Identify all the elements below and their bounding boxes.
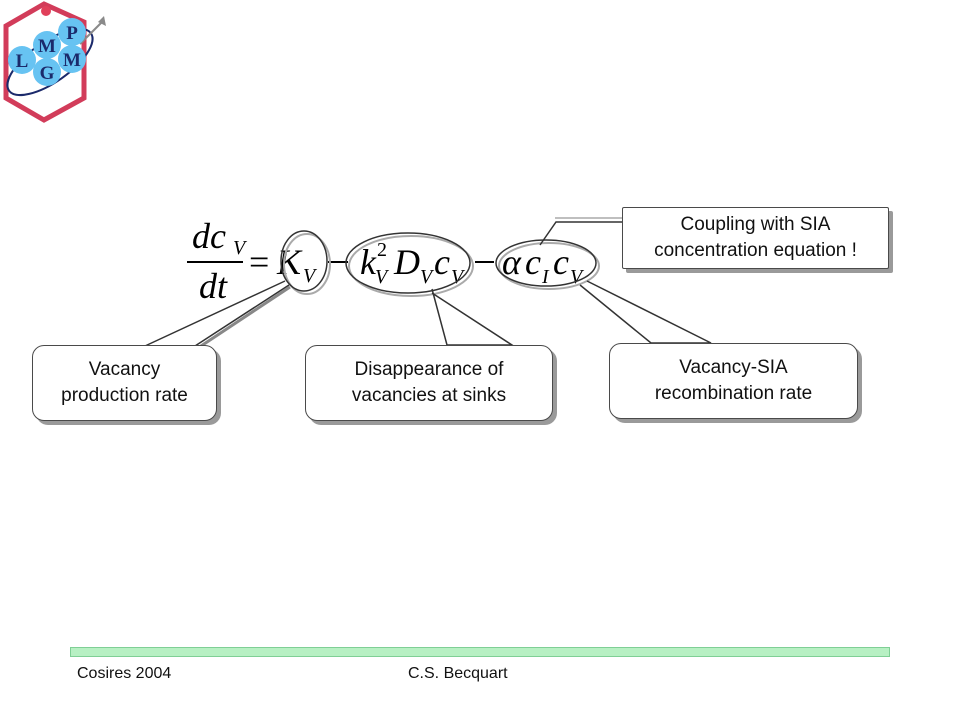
equals-sign: = bbox=[249, 242, 269, 282]
footer-author: C.S. Becquart bbox=[408, 665, 508, 682]
callout-coupling-line-1: Coupling with SIA bbox=[680, 214, 831, 235]
term-sink-k-superscript: 2 bbox=[377, 239, 387, 261]
connector-sinks bbox=[431, 288, 515, 346]
lhs-denominator: dt bbox=[199, 266, 228, 306]
callout-sinks-line-1: Disappearance of bbox=[354, 359, 504, 380]
term-recomb-alpha: α bbox=[502, 242, 522, 282]
term-sink-k: k bbox=[360, 242, 377, 282]
logo-red-dot bbox=[41, 6, 51, 16]
term-recomb-cv: c bbox=[553, 242, 569, 282]
callout-vacancy-production: Vacancy production rate bbox=[32, 345, 217, 421]
callout-coupling-line-2: concentration equation ! bbox=[654, 240, 857, 261]
term-recomb-ci: c bbox=[525, 242, 541, 282]
logo-arrow-head-icon bbox=[98, 16, 106, 26]
svg-text:G: G bbox=[40, 63, 55, 84]
term-sink-c: c bbox=[434, 242, 450, 282]
logo-ball-p: P bbox=[58, 18, 86, 46]
svg-text:M: M bbox=[38, 36, 56, 57]
callout-vacancy-production-line-1: Vacancy bbox=[88, 359, 161, 380]
ellipse-sink-shadow bbox=[348, 235, 474, 297]
callout-recombination-line-2: recombination rate bbox=[654, 383, 813, 404]
callout-recombination-line-1: Vacancy-SIA bbox=[679, 357, 788, 378]
term-sink-d-subscript: V bbox=[420, 266, 435, 288]
callout-sinks-line-2: vacancies at sinks bbox=[351, 385, 507, 406]
ellipse-recombination bbox=[495, 239, 597, 287]
footer-divider bbox=[70, 647, 890, 657]
ellipse-sink bbox=[345, 232, 471, 294]
logo-ball-m1: M bbox=[33, 31, 61, 59]
connector-recombination bbox=[579, 280, 712, 344]
ellipse-production-shadow bbox=[283, 233, 331, 295]
connector-production-shadow bbox=[197, 285, 291, 350]
svg-text:P: P bbox=[66, 23, 78, 44]
callout-coupling: Coupling with SIA concentration equation… bbox=[622, 207, 889, 269]
svg-text:M: M bbox=[63, 50, 81, 71]
logo-hexagon-frame bbox=[3, 1, 87, 123]
ellipse-production bbox=[280, 230, 328, 292]
lhs-numerator-subscript: V bbox=[233, 237, 248, 259]
term-production-subscript: V bbox=[303, 265, 318, 287]
logo-ball-g: G bbox=[33, 58, 61, 86]
footer-conference: Cosires 2004 bbox=[77, 665, 172, 682]
term-sink-d: D bbox=[393, 242, 420, 282]
term-sink-k-subscript: V bbox=[375, 266, 390, 288]
term-recomb-ci-subscript: I bbox=[541, 266, 550, 288]
logo-ball-m2: M bbox=[58, 45, 86, 73]
callout-sinks: Disappearance of vacancies at sinks bbox=[305, 345, 553, 421]
lhs-numerator: dc bbox=[192, 216, 226, 256]
logo-arrow bbox=[79, 19, 105, 45]
term-production: K bbox=[276, 242, 303, 282]
logo-ball-l: L bbox=[8, 46, 36, 74]
svg-text:L: L bbox=[16, 51, 29, 72]
ellipse-recombination-shadow bbox=[498, 242, 600, 290]
connector-coupling bbox=[539, 221, 622, 246]
lmpgm-logo: L M G P M bbox=[3, 1, 106, 123]
callout-recombination: Vacancy-SIA recombination rate bbox=[609, 343, 858, 419]
callout-vacancy-production-line-2: production rate bbox=[61, 385, 188, 406]
